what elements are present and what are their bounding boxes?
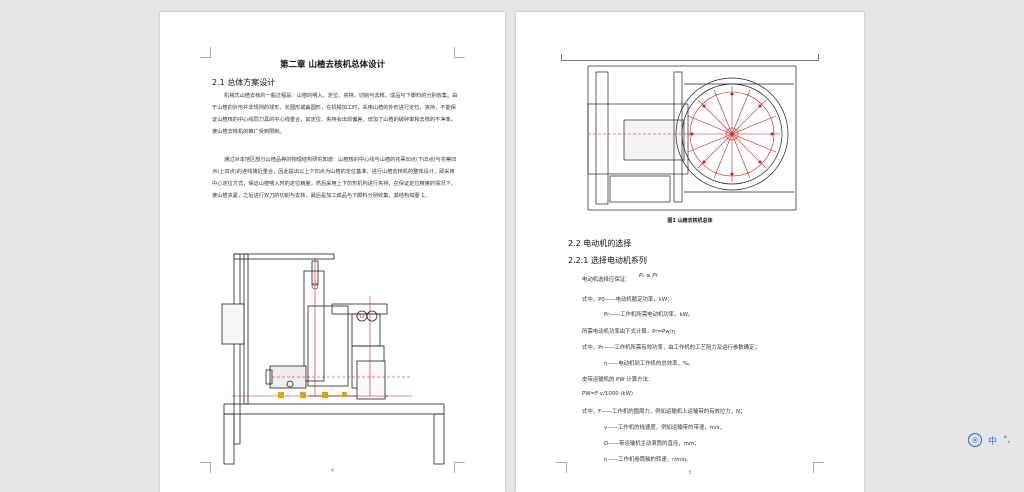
crop-mark (200, 462, 211, 473)
crop-mark (200, 47, 211, 58)
text-line: D——带运输机主动滚筒的直径，mm； (604, 441, 700, 447)
document-page-5: 图1 山楂去核机总体 2.2 电动机的选择 2.2.1 选择电动机系列 电动机选… (516, 12, 864, 492)
header-rule (561, 54, 819, 61)
language-toggle[interactable]: 中 (988, 436, 998, 447)
page-number: 5 (688, 470, 692, 476)
text-line: 式中，P0——电动机额定功率，kW； (582, 297, 673, 303)
text-line: 电动机选择应保证： (582, 277, 631, 283)
machine-drawing-figure (221, 253, 445, 465)
text-line: PW=F·v/1000 (kW) (582, 391, 634, 397)
machine-top-view-figure (587, 65, 797, 211)
floating-toolbar: ⦿ 中 °, (964, 431, 1024, 449)
section-title: 2.1 总体方案设计 (212, 78, 276, 87)
crop-mark (556, 462, 567, 473)
document-page-4: 第二章 山楂去核机总体设计 2.1 总体方案设计 机械式山楂去核的一般过程是：山… (160, 12, 505, 492)
text-line: v——工作机的线速度，例如运输带的带速，m/s； (604, 425, 725, 431)
crop-mark (813, 462, 824, 473)
text-line: 式中，Pr——工作机所需有效功率，由工作机的工艺阻力及运行参数确定； (582, 345, 760, 351)
subsection-title: 2.2.1 选择电动机系列 (568, 256, 647, 265)
page-number: 4 (330, 468, 335, 474)
figure-caption: 图1 山楂去核机总体 (667, 218, 713, 224)
formula: P₀ ≥ Pr (639, 273, 658, 279)
text-line: 皮带运输机的 PW 计算方法： (582, 377, 654, 383)
text-line: η——电动机到工作机的总效率，%。 (604, 361, 694, 367)
chapter-title: 第二章 山楂去核机总体设计 (280, 60, 385, 70)
text-line: 式中，F——工作机的圆周力，例如运输机上运输带的有效拉力，N； (582, 409, 746, 415)
crop-mark (454, 462, 465, 473)
assistant-icon[interactable]: ⦿ (968, 433, 982, 447)
text-line: 所需电动机功率由下式计算，Pr=Pw/η (582, 329, 675, 335)
punctuation-toggle[interactable]: °, (1003, 435, 1011, 445)
text-line: Pr——工作机所需电动机功率，kW。 (604, 312, 694, 318)
section-title: 2.2 电动机的选择 (568, 239, 632, 248)
paragraph: 通过对本地区部分山楂品种的物理结构研究知道：山楂核的中心线与山楂的花萼凹点(下凹… (212, 157, 457, 199)
crop-mark (454, 47, 465, 58)
text-line: n——工作机卷筒轴的转速，r/min。 (604, 457, 692, 463)
paragraph: 机械式山楂去核的一般过程是：山楂的喂入、定位、夹持、切削与去核、成品与下脚料的分… (212, 93, 458, 135)
